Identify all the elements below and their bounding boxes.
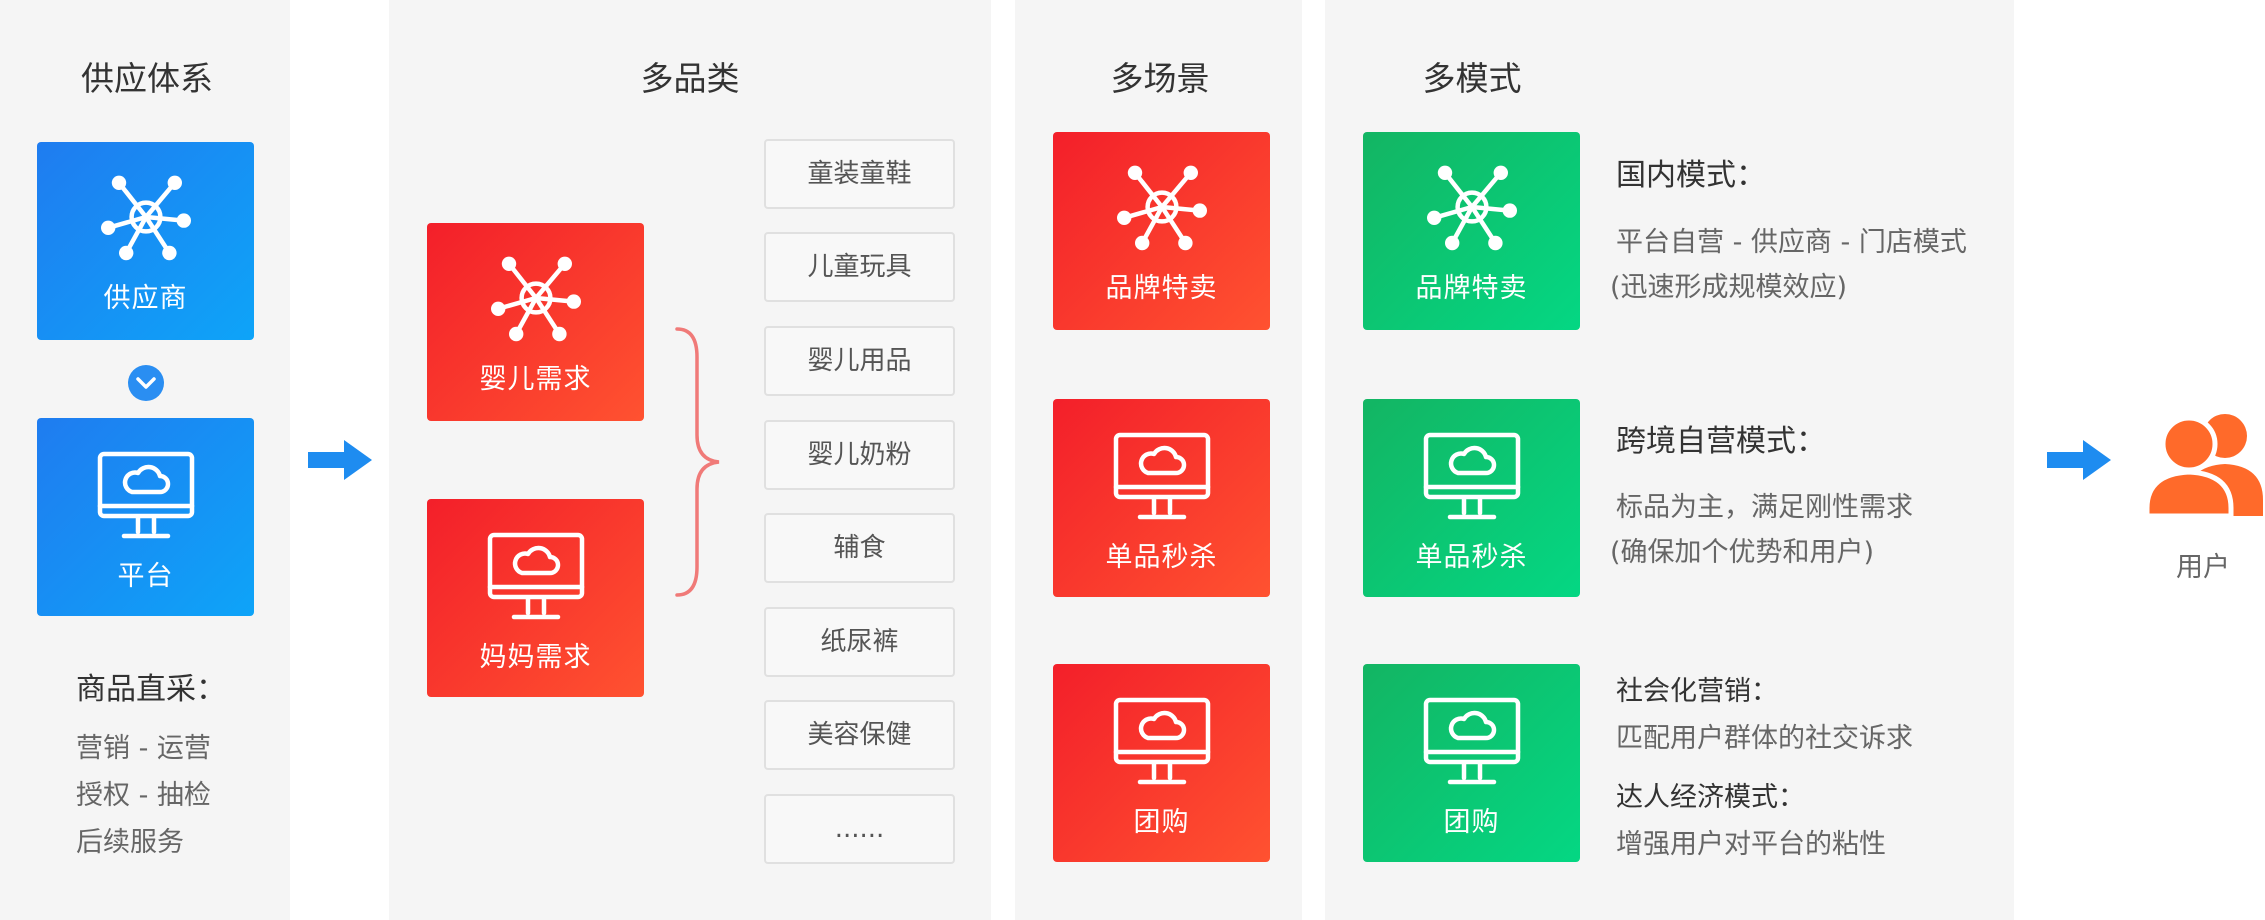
social-marketing-title: 社会化营销：: [1616, 676, 1778, 707]
mom-need-label: 妈妈需求: [479, 642, 592, 673]
mode-title: 多模式: [1422, 59, 1522, 98]
mode-tile-group-buy: 团购: [1363, 664, 1580, 862]
kol-economy-title: 达人经济模式：: [1616, 782, 1805, 813]
mode-tile-single-item: 单品秒杀: [1363, 399, 1580, 597]
mode-tile-label: 单品秒杀: [1415, 542, 1528, 573]
domestic-mode-title: 国内模式：: [1616, 158, 1766, 193]
kol-economy-line: 增强用户对平台的粘性: [1616, 829, 1886, 860]
category-title: 多品类: [640, 59, 740, 98]
monitor-cloud-icon: [1112, 694, 1212, 794]
scene-tile-group-buy: 团购: [1053, 664, 1270, 862]
category-item: 婴儿用品: [764, 326, 955, 396]
platform-label: 平台: [117, 561, 174, 592]
category-item: 童装童鞋: [764, 139, 955, 209]
mode-tile-flash-sale: 品牌特卖: [1363, 132, 1580, 330]
category-item: 美容保健: [764, 700, 955, 770]
scene-tile-flash-sale: 品牌特卖: [1053, 132, 1270, 330]
direct-line-1: 营销 - 运营: [76, 733, 211, 764]
supply-title: 供应体系: [81, 59, 213, 98]
category-item: 婴儿奶粉: [764, 420, 955, 490]
mode-tile-label: 团购: [1443, 807, 1500, 838]
arrow-right-icon: [308, 440, 372, 480]
cross-border-mode-line: (确保加个优势和用户): [1610, 537, 1875, 568]
social-marketing-line: 匹配用户群体的社交诉求: [1616, 723, 1913, 754]
chevron-down-icon: [128, 365, 164, 401]
scene-tile-single-item: 单品秒杀: [1053, 399, 1270, 597]
mom-need-tile: 妈妈需求: [427, 499, 644, 697]
direct-line-2: 授权 - 抽检: [76, 780, 211, 811]
scene-label: 团购: [1133, 807, 1190, 838]
platform-tile: 平台: [37, 418, 254, 616]
network-icon: [101, 172, 191, 262]
direct-line-3: 后续服务: [76, 827, 184, 858]
domestic-mode-line: 平台自营 - 供应商 - 门店模式: [1616, 227, 1967, 258]
scene-title: 多场景: [1110, 59, 1210, 98]
supplier-label: 供应商: [103, 283, 188, 314]
network-icon: [491, 253, 581, 343]
cross-border-mode-title: 跨境自营模式：: [1616, 424, 1826, 459]
monitor-cloud-icon: [1422, 694, 1522, 794]
domestic-mode-line: (迅速形成规模效应): [1610, 272, 1848, 303]
network-icon: [1427, 162, 1517, 252]
scene-label: 品牌特卖: [1105, 273, 1218, 304]
mode-tile-label: 品牌特卖: [1415, 273, 1528, 304]
arrow-right-icon: [2047, 440, 2111, 480]
scene-label: 单品秒杀: [1105, 542, 1218, 573]
network-icon: [1117, 162, 1207, 252]
direct-purchase-title: 商品直采：: [76, 672, 226, 707]
category-item: ......: [764, 794, 955, 864]
curly-brace: [675, 327, 720, 597]
baby-need-label: 婴儿需求: [479, 364, 592, 395]
cross-border-mode-line: 标品为主，满足刚性需求: [1616, 492, 1913, 523]
category-item: 纸尿裤: [764, 607, 955, 677]
supplier-tile: 供应商: [37, 142, 254, 340]
category-item: 儿童玩具: [764, 232, 955, 302]
baby-need-tile: 婴儿需求: [427, 223, 644, 421]
monitor-cloud-icon: [1422, 429, 1522, 529]
user-label: 用户: [2176, 552, 2230, 583]
users-icon: [2145, 414, 2263, 516]
monitor-cloud-icon: [486, 529, 586, 629]
monitor-cloud-icon: [96, 448, 196, 548]
category-item: 辅食: [764, 513, 955, 583]
monitor-cloud-icon: [1112, 429, 1212, 529]
